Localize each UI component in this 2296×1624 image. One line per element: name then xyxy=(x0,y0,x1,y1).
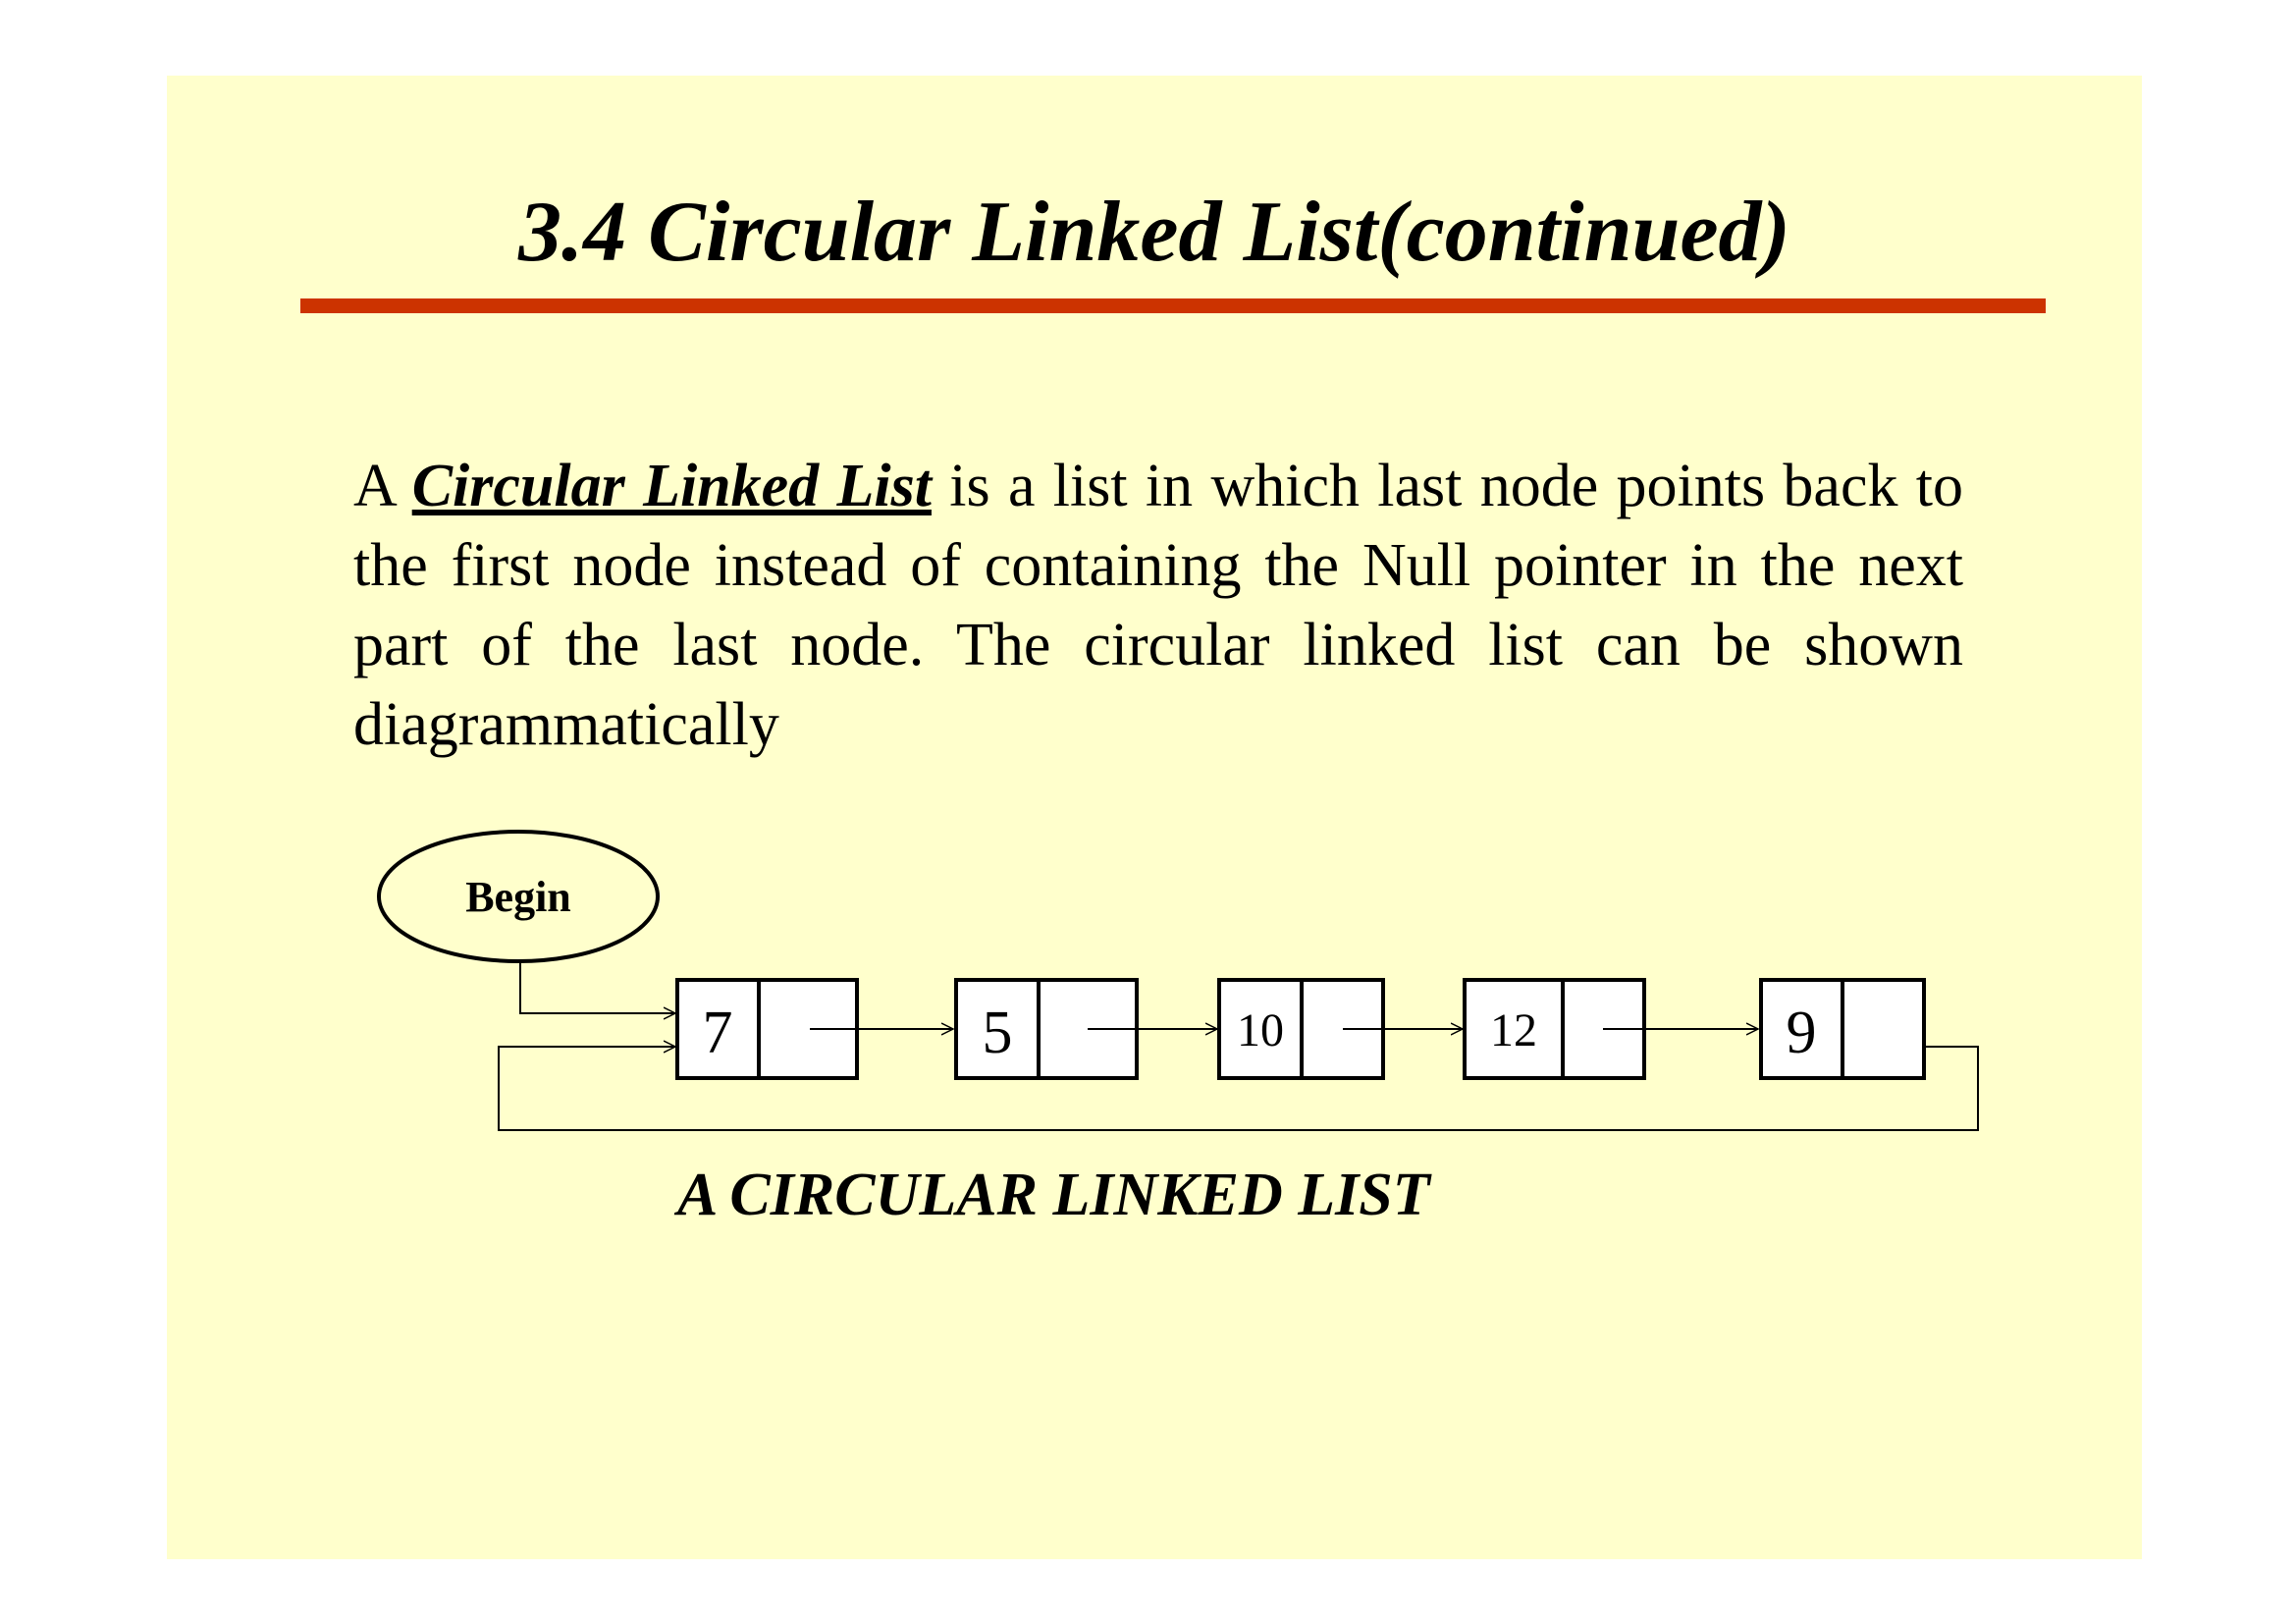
paragraph-lead: A xyxy=(353,453,395,519)
paragraph-term: Circular Linked List xyxy=(411,453,932,519)
list-node: 12 xyxy=(1463,978,1646,1080)
begin-label: Begin xyxy=(465,873,571,921)
begin-to-first-node-arrow xyxy=(519,961,675,1013)
list-node: 10 xyxy=(1217,978,1385,1080)
node-value: 7 xyxy=(703,1000,733,1066)
title-underline-rule xyxy=(300,298,2046,313)
node-value: 5 xyxy=(983,1000,1013,1066)
slide: 3.4 Circular Linked List(continued) A Ci… xyxy=(167,76,2142,1559)
list-node: 9 xyxy=(1759,978,1926,1080)
node-value: 10 xyxy=(1237,1004,1284,1056)
begin-ellipse xyxy=(377,830,660,963)
begin-pointer: Begin xyxy=(377,830,675,1013)
node-pointer-cell xyxy=(1841,978,1926,1080)
node-value: 9 xyxy=(1787,1000,1817,1066)
node-data-cell xyxy=(1759,978,1844,1080)
node-data-cell xyxy=(675,978,761,1080)
diagram-caption: A CIRCULAR LINKED LIST xyxy=(677,1162,1430,1228)
circular-linked-list-diagram: Begin 7 5 10 12 xyxy=(377,830,1979,1131)
slide-title: 3.4 Circular Linked List(continued) xyxy=(518,185,1790,280)
node-data-cell xyxy=(954,978,1041,1080)
circular-return-arrow xyxy=(498,1047,1979,1131)
definition-paragraph: A Circular Linked List is a list in whic… xyxy=(353,447,1963,765)
node-value: 12 xyxy=(1490,1004,1537,1056)
paragraph-rest: is a list in which last node points back… xyxy=(353,453,1964,758)
node-data-cell xyxy=(1217,978,1304,1080)
node-data-cell xyxy=(1463,978,1565,1080)
